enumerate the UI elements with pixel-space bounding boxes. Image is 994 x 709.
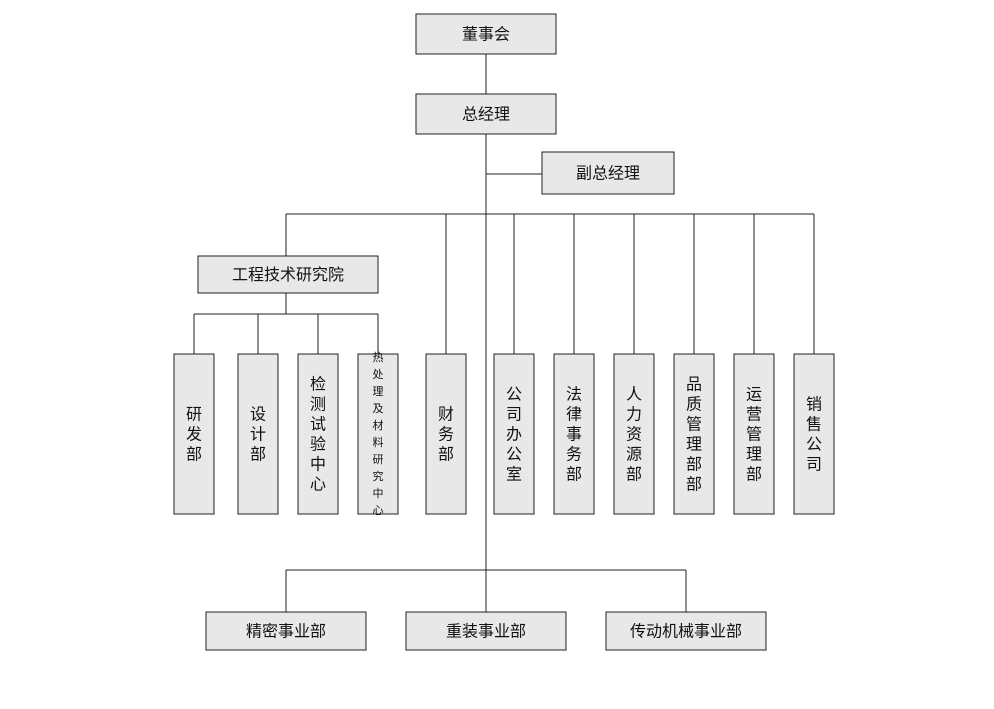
business-unit-precision: 精密事业部 (205, 611, 367, 651)
dept-label-finance: 财务部 (438, 405, 454, 464)
general-manager-label: 总经理 (462, 105, 510, 124)
dept-label-sales: 销售公司 (806, 395, 822, 474)
general-manager-node: 总经理 (415, 93, 557, 135)
dept-label-legal: 法律事务部 (566, 385, 582, 484)
general-manager-box (415, 93, 557, 135)
dept-box-office (493, 353, 535, 515)
business-unit-heavy: 重装事业部 (405, 611, 567, 651)
deputy-general-manager-node: 副总经理 (541, 151, 675, 195)
dept-label-heat: 热处理及材料研究中心 (373, 351, 384, 517)
dept-box-finance (425, 353, 467, 515)
dept-box-heat (357, 353, 399, 515)
business-unit-precision-box (205, 611, 367, 651)
dept-label-rd: 研发部 (186, 405, 202, 464)
connector-lines (193, 54, 815, 612)
board-box (415, 13, 557, 55)
business-unit-transmission: 传动机械事业部 (605, 611, 767, 651)
dept-box-quality (673, 353, 715, 515)
dept-box-rd (173, 353, 215, 515)
deputy-general-manager-box (541, 151, 675, 195)
dept-box-design (237, 353, 279, 515)
business-unit-heavy-label: 重装事业部 (446, 622, 526, 641)
dept-label-operations: 运营管理部 (746, 385, 762, 484)
dept-box-legal (553, 353, 595, 515)
institute-label: 工程技术研究院 (232, 265, 344, 284)
dept-label-quality: 品质管理部部 (686, 375, 702, 494)
dept-label-design: 设计部 (250, 405, 266, 464)
dept-label-hr: 人力资源部 (626, 385, 642, 484)
business-unit-transmission-box (605, 611, 767, 651)
department-boxes (173, 353, 835, 515)
dept-box-hr (613, 353, 655, 515)
business-unit-heavy-box (405, 611, 567, 651)
board-node: 董事会 (415, 13, 557, 55)
deputy-general-manager-label: 副总经理 (576, 164, 640, 183)
dept-label-office: 公司办公室 (506, 385, 522, 484)
dept-box-operations (733, 353, 775, 515)
dept-label-testing: 检测试验中心 (310, 375, 326, 494)
department-labels: 研发部 设计部 检测试验中心 热处理及材料研究中心 财务部 公司办公室 法律事务部 人力资源部… (186, 351, 822, 517)
business-unit-precision-label: 精密事业部 (246, 622, 326, 641)
institute-node: 工程技术研究院 (197, 255, 379, 294)
dept-box-sales (793, 353, 835, 515)
board-label: 董事会 (462, 25, 510, 44)
institute-box (197, 255, 379, 294)
business-unit-transmission-label: 传动机械事业部 (630, 622, 742, 641)
dept-box-testing (297, 353, 339, 515)
